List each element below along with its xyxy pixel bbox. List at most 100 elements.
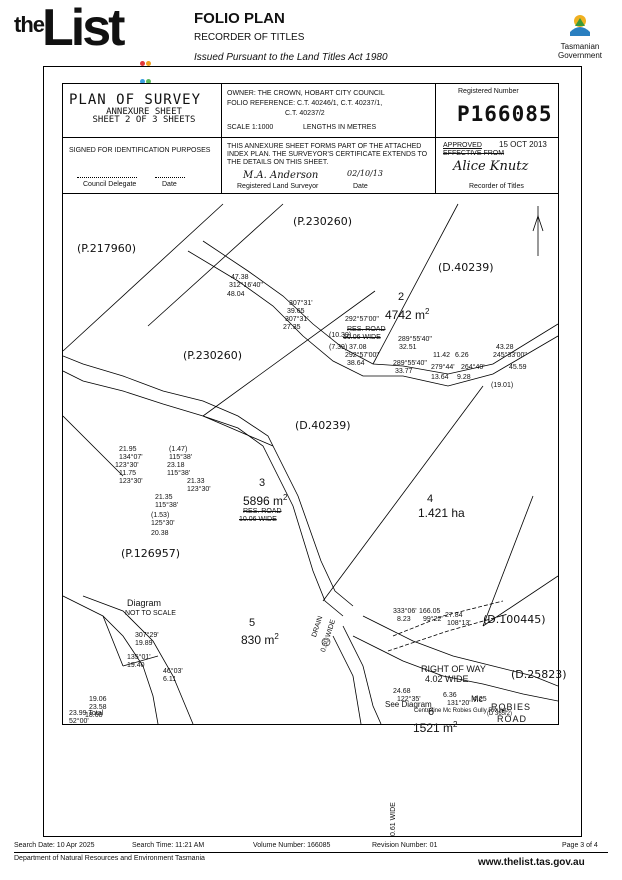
divider <box>221 137 222 193</box>
bearing-label: 307°31' <box>289 300 313 307</box>
bearing-label: 292°57'00" <box>345 352 379 359</box>
lot-number: 2 <box>398 291 405 303</box>
scale: SCALE 1:1000 <box>227 124 274 131</box>
logo-dot-red <box>140 61 145 66</box>
annexure-note-2: INDEX PLAN. THE SURVEYOR'S CERTIFICATE E… <box>227 151 428 158</box>
diagram-bearing: 19.06 <box>89 696 107 703</box>
bearing-label: 115°38' <box>155 502 179 509</box>
divider <box>435 84 436 137</box>
right-of-way-label: RIGHT OF WAY <box>421 664 486 674</box>
title-block-row2: SIGNED FOR IDENTIFICATION PURPOSES Counc… <box>63 137 558 194</box>
bearing-label: 292°57'00" <box>345 316 379 323</box>
res-road-label: RES. ROAD <box>243 508 282 515</box>
bearing-label: 45.59 <box>509 364 527 371</box>
annexure-note-1: THIS ANNEXURE SHEET FORMS PART OF THE AT… <box>227 143 422 150</box>
bearing-label: 33.77 <box>395 368 413 375</box>
ref-label: (D.40239) <box>295 419 351 432</box>
volume-number: Volume Number: 166085 <box>253 842 331 849</box>
recorder-of-titles: Recorder of Titles <box>469 183 524 190</box>
tasmanian-government-logo: Tasmanian Government <box>550 12 610 60</box>
bearing-label: 122°35' <box>397 696 421 703</box>
lot-number: 5 <box>249 617 256 629</box>
lot-number: 4 <box>427 493 434 505</box>
right-of-way-wide: 4.02 WIDE <box>425 674 469 684</box>
bearing-label: 279°44' <box>431 364 455 371</box>
lot-number: 3 <box>259 477 266 489</box>
folio-ref-2: C.T. 40237/2 <box>285 110 325 117</box>
bearing-label: 115°38' <box>169 454 193 461</box>
ref-label: (P.230260) <box>293 215 352 228</box>
diagram-bearing: 307°29' <box>135 632 159 639</box>
bearing-label: (10.39) <box>329 332 352 339</box>
logo-dot-green <box>146 79 151 84</box>
bearing-label: (19.01) <box>491 382 514 389</box>
council-delegate: Council Delegate <box>83 181 137 188</box>
plan-frame <box>43 66 582 837</box>
bearing-label: 115°38' <box>167 470 191 477</box>
diagram-bearing: 19.89 <box>135 640 153 647</box>
bearing-label: 47.38 <box>231 274 249 281</box>
folio-plan-title: FOLIO PLAN <box>194 10 285 27</box>
lengths-unit: LENGTHS IN METRES <box>303 124 377 131</box>
bearing-label: 123°30' <box>187 486 211 493</box>
ref-label: (P.126957) <box>121 547 180 560</box>
res-road-wide: 10.06 WIDE <box>343 334 381 341</box>
diagram-bearing: 52°00' <box>69 718 89 725</box>
bearing-label: (1.47) <box>169 446 188 453</box>
date-line <box>155 177 185 178</box>
ref-label: (D.40239) <box>438 261 494 274</box>
diagram-bearing: 23.58 <box>89 704 107 711</box>
bearing-label: 166.05 <box>419 608 441 615</box>
recorder-signature: Alice Knutz <box>453 159 529 174</box>
surveyor-date: 02/10/13 <box>347 169 383 178</box>
see-diagram: See Diagram <box>385 700 432 709</box>
bearing-label: 108°13' <box>447 620 471 627</box>
owner: OWNER: THE CROWN, HOBART CITY COUNCIL <box>227 90 385 97</box>
annexure-sheet: ANNEXURE SHEET <box>106 107 182 117</box>
annexure-note-3: THE DETAILS ON THIS SHEET. <box>227 159 329 166</box>
bearing-label: 24.68 <box>393 688 411 695</box>
sheet-number: SHEET 2 OF 3 SHEETS <box>92 115 196 125</box>
logo-dots <box>140 53 154 89</box>
res-road-label: RES. ROAD <box>347 326 386 333</box>
ref-label: (P.217960) <box>77 242 136 255</box>
logo-dot-orange <box>146 61 151 66</box>
page-number: Page 3 of 4 <box>562 842 598 849</box>
bearing-label: 134°07' <box>119 454 143 461</box>
issued-note: Issued Pursuant to the Land Titles Act 1… <box>194 52 388 63</box>
revision-number: Revision Number: 01 <box>372 842 438 849</box>
bearing-label: 123°30' <box>115 462 139 469</box>
bearing-label: 8.23 <box>397 616 411 623</box>
divider <box>221 84 222 137</box>
plan-title-block: PLAN OF SURVEY ANNEXURE SHEET SHEET 2 OF… <box>69 93 219 125</box>
registered-number-label: Registered Number <box>458 88 519 95</box>
logo-dot-blue <box>140 79 145 84</box>
bearing-label: 32.51 <box>399 344 417 351</box>
lot-number: 6 <box>428 706 435 718</box>
bearing-label: 123°30' <box>119 478 143 485</box>
bearing-label: 289°55'40" <box>393 360 427 367</box>
approved-label: APPROVED <box>443 142 482 149</box>
ref-label: (D.25823) <box>511 668 567 681</box>
bearing-label: 21.33 <box>187 478 205 485</box>
res-road-wide: 10.06 WIDE <box>239 516 277 523</box>
bearing-label: 39.65 <box>287 308 305 315</box>
lot-area: 5896 m2 <box>243 493 288 508</box>
folio-ref-1: FOLIO REFERENCE: C.T. 40246/1, C.T. 4023… <box>227 100 383 107</box>
crest-icon <box>570 15 590 36</box>
bearing-label: 38.64 <box>347 360 365 367</box>
divider <box>435 137 436 193</box>
bearing-label: 307°31' <box>285 316 309 323</box>
footer-divider <box>14 852 608 853</box>
bearing-label: 37.08 <box>349 344 367 351</box>
not-to-scale: NOT TO SCALE <box>125 610 176 617</box>
bearing-label: 125°30' <box>151 520 175 527</box>
lot-area: 4742 m2 <box>385 307 430 322</box>
gov-line2: Government <box>557 51 603 60</box>
bearing-label: 27.84 <box>445 612 463 619</box>
bearing-label: (1.53) <box>151 512 170 519</box>
gov-line1: Tasmanian <box>560 42 600 51</box>
bearing-label: 6.36 <box>443 692 457 699</box>
registered-number: P166085 <box>457 102 553 126</box>
lot-area: 1.421 ha <box>418 506 465 520</box>
